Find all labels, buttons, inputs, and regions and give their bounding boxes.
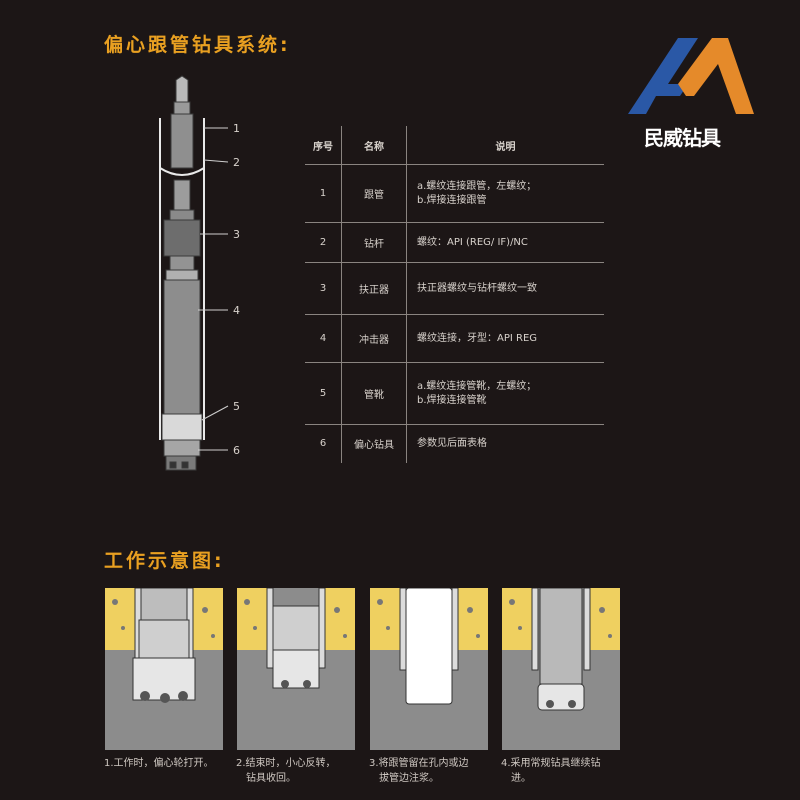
tool-label-5: 5 — [233, 400, 240, 413]
row-desc: a.螺纹连接跟管，左螺纹；b.焊接连接跟管 — [406, 164, 604, 223]
process-panel-1 — [105, 587, 223, 750]
row-index: 4 — [305, 314, 342, 363]
table-row: 5 管靴 a.螺纹连接管靴，左螺纹；b.焊接连接管靴 — [305, 362, 604, 425]
row-name: 偏心钻具 — [341, 424, 407, 463]
brand-name: 民威钻具 — [644, 126, 721, 150]
brand-logo — [628, 36, 773, 120]
table-row: 6 偏心钻具 参数见后面表格 — [305, 424, 604, 463]
process-title: 工作示意图: — [104, 550, 225, 572]
drilling-tool-diagram — [110, 70, 280, 490]
row-index: 1 — [305, 164, 342, 223]
col-header-index: 序号 — [305, 126, 342, 165]
logo-blue-shape — [628, 38, 698, 114]
row-desc: 螺纹：API (REG/ IF)/NC — [406, 222, 604, 263]
table-row: 1 跟管 a.螺纹连接跟管，左螺纹；b.焊接连接跟管 — [305, 164, 604, 223]
table-row: 2 钻杆 螺纹：API (REG/ IF)/NC — [305, 222, 604, 263]
tool-label-4: 4 — [233, 304, 240, 317]
col-header-name: 名称 — [341, 126, 407, 165]
row-name: 扶正器 — [341, 262, 407, 315]
row-index: 3 — [305, 262, 342, 315]
row-desc: 参数见后面表格 — [417, 437, 487, 449]
row-index: 6 — [319, 438, 327, 450]
row-name: 钻杆 — [341, 222, 407, 263]
tool-label-1: 1 — [233, 122, 240, 135]
tool-label-6: 6 — [233, 444, 240, 457]
logo-orange-shape — [678, 38, 754, 114]
step-caption-2: 2.结束时，小心反转，钻具收回。 — [236, 758, 336, 784]
row-name: 冲击器 — [341, 314, 407, 363]
process-panel-4 — [502, 587, 620, 750]
component-table: 序号 名称 说明 1 跟管 a.螺纹连接跟管，左螺纹；b.焊接连接跟管 2 钻杆… — [305, 126, 604, 463]
row-desc: 扶正器螺纹与钻杆螺纹一致 — [406, 262, 604, 315]
page-title: 偏心跟管钻具系统: — [104, 34, 291, 56]
col-header-desc: 说明 — [406, 126, 604, 165]
table-row: 4 冲击器 螺纹连接，牙型：API REG — [305, 314, 604, 363]
step-caption-1: 1.工作时，偏心轮打开。 — [104, 758, 214, 769]
row-index: 5 — [305, 362, 342, 425]
row-index: 2 — [305, 222, 342, 263]
tool-label-2: 2 — [233, 156, 240, 169]
table-row: 3 扶正器 扶正器螺纹与钻杆螺纹一致 — [305, 262, 604, 315]
tool-label-3: 3 — [233, 228, 240, 241]
row-name: 跟管 — [341, 164, 407, 223]
process-panel-3 — [370, 587, 488, 750]
step-caption-4: 4.采用常规钻具继续钻进。 — [501, 758, 601, 784]
row-desc: a.螺纹连接管靴，左螺纹；b.焊接连接管靴 — [406, 362, 604, 425]
row-desc: 螺纹连接，牙型：API REG — [406, 314, 604, 363]
step-caption-3: 3.将跟管留在孔内或边拔管边注浆。 — [369, 758, 469, 784]
table-header-row: 序号 名称 说明 — [305, 126, 604, 165]
row-name: 管靴 — [341, 362, 407, 425]
process-panel-2 — [237, 587, 355, 750]
